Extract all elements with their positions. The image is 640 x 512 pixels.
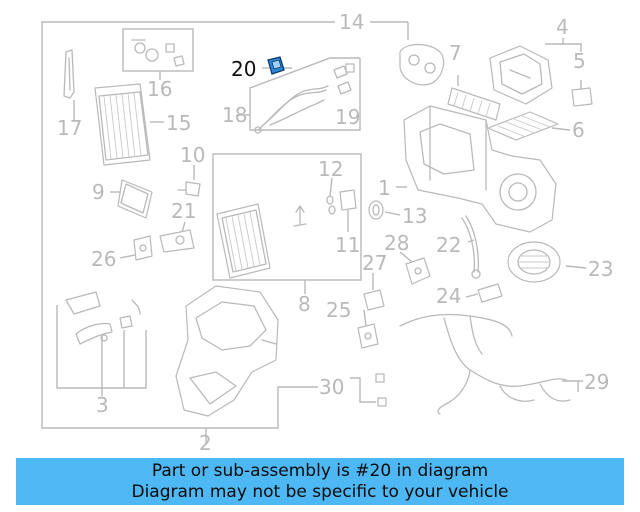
part-21-actuator xyxy=(159,229,195,253)
leader-lines xyxy=(73,67,587,392)
callout-11: 11 xyxy=(335,233,360,257)
callout-23: 23 xyxy=(588,257,613,281)
part-1-main-housing xyxy=(403,105,557,233)
callout-4: 4 xyxy=(556,15,569,39)
callout-3: 3 xyxy=(96,393,109,417)
callout-20: 20 xyxy=(231,57,256,81)
part-30-fasteners xyxy=(375,373,387,407)
callout-30: 30 xyxy=(319,375,344,399)
callout-28: 28 xyxy=(384,231,409,255)
part-15-heater-core xyxy=(94,83,151,166)
callout-21: 21 xyxy=(171,199,196,223)
callout-1: 1 xyxy=(378,176,391,200)
part-27-clip xyxy=(363,289,385,311)
group-box-16 xyxy=(122,28,194,72)
part-26-bracket xyxy=(133,235,153,261)
banner-line-2: Diagram may not be specific to your vehi… xyxy=(131,481,509,502)
part-4-upper-housing xyxy=(489,45,553,105)
part-17-rail xyxy=(63,49,75,99)
part-18-pipes xyxy=(254,85,329,134)
part-10-sensor xyxy=(177,181,201,197)
callout-18: 18 xyxy=(222,103,247,127)
bracket-30-lines xyxy=(350,377,376,403)
callout-17: 17 xyxy=(57,116,82,140)
callout-19: 19 xyxy=(335,105,360,129)
part-13-ring xyxy=(368,200,384,220)
part-6-filter xyxy=(487,111,559,141)
callout-22: 22 xyxy=(436,233,461,257)
callout-2: 2 xyxy=(199,431,212,455)
callout-15: 15 xyxy=(166,111,191,135)
part-2-lower-housing xyxy=(175,285,279,417)
part-9-frame xyxy=(117,179,153,219)
callout-7: 7 xyxy=(449,41,462,65)
callout-26: 26 xyxy=(91,247,116,271)
bracket-3-lines xyxy=(56,305,147,396)
bracket-4-lines xyxy=(545,38,582,52)
group-box-18-19 xyxy=(249,57,361,131)
callout-8: 8 xyxy=(298,292,311,316)
part-20-highlighted xyxy=(267,56,285,75)
group-box-8 xyxy=(212,153,362,281)
part-24-resistor xyxy=(477,283,503,303)
callout-12: 12 xyxy=(318,157,343,181)
part-8-evaporator xyxy=(216,203,307,279)
callout-25: 25 xyxy=(326,298,351,322)
banner-line-1: Part or sub-assembly is #20 in diagram xyxy=(151,460,489,481)
assembly-bracket-lines xyxy=(41,21,409,445)
callout-14: 14 xyxy=(339,10,364,34)
part-14-gasket xyxy=(399,43,445,86)
part-28-bracket xyxy=(405,257,431,285)
callout-13: 13 xyxy=(402,204,427,228)
callout-9: 9 xyxy=(92,180,105,204)
callout-5: 5 xyxy=(573,49,586,73)
part-16-clips xyxy=(131,39,185,67)
part-3-links xyxy=(65,291,141,345)
callout-10: 10 xyxy=(180,143,205,167)
part-11-valve xyxy=(339,189,357,211)
part-25-motor xyxy=(357,323,379,349)
part-19-fittings xyxy=(333,63,355,95)
part-29-wiring-harness xyxy=(399,313,571,415)
part-12-seal xyxy=(326,195,336,215)
callout-24: 24 xyxy=(436,284,461,308)
info-banner: Part or sub-assembly is #20 in diagram D… xyxy=(16,458,624,505)
part-7-strip xyxy=(447,87,501,121)
callout-27: 27 xyxy=(362,251,387,275)
part-23-blower xyxy=(507,241,561,283)
callout-labels: 14 16 20 4 7 5 17 15 18 19 6 10 12 1 9 2… xyxy=(57,10,613,455)
callout-6: 6 xyxy=(572,118,585,142)
part-5-clip xyxy=(571,87,593,107)
part-22-rod xyxy=(461,215,481,279)
callout-29: 29 xyxy=(584,370,609,394)
callout-16: 16 xyxy=(147,77,172,101)
